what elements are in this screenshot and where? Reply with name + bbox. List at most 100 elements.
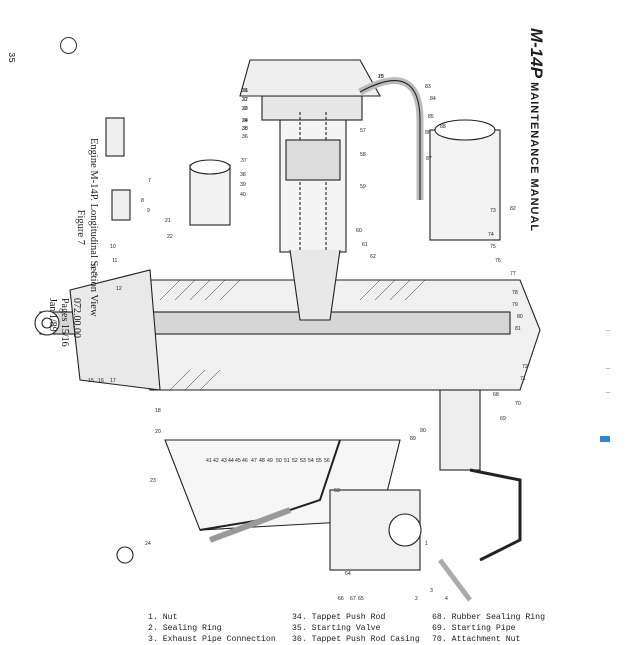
callout-number: 40 <box>240 192 246 198</box>
caption-title: Engine M-14P. Longitudinal Section View <box>88 138 99 317</box>
callout-number: 12 <box>116 286 122 292</box>
callout-number: 17 <box>110 378 116 384</box>
callout-number: 7 <box>148 178 151 184</box>
page-number: 35 <box>6 52 16 63</box>
callout-number: 90 <box>420 428 426 434</box>
parts-legend: 1. Nut 2. Sealing Ring 3. Exhaust Pipe C… <box>0 612 640 644</box>
callout-number: 23 <box>150 478 156 484</box>
scroll-tick <box>606 392 610 393</box>
callout-number: 77 <box>510 271 516 277</box>
callout-number: 15 <box>88 378 94 384</box>
scroll-tick <box>606 368 610 369</box>
callout-number: 75 <box>490 244 496 250</box>
callout-number: 58 <box>360 152 366 158</box>
callout-number: 35 <box>242 126 248 132</box>
callout-number: 43 <box>221 458 227 464</box>
callout-number: 76 <box>495 258 501 264</box>
callout-number: 1 <box>425 541 428 547</box>
callout-number: 45 <box>235 458 241 464</box>
callout-number: 80 <box>517 314 523 320</box>
caption-figure: Figure 7 <box>75 209 86 245</box>
callout-number: 74 <box>488 232 494 238</box>
callout-number: 37 <box>241 158 247 164</box>
callout-number: 18 <box>155 408 161 414</box>
callout-number: 64 <box>345 571 351 577</box>
legend-item: 68. Rubber Sealing Ring <box>432 613 546 622</box>
callout-number: 70 <box>515 401 521 407</box>
callout-number: 14 <box>92 272 98 278</box>
callout-number: 56 <box>324 458 330 464</box>
callout-number: 10 <box>110 244 116 250</box>
callout-number: 13 <box>90 264 96 270</box>
binder-hole <box>60 37 77 54</box>
callout-number: 83 <box>425 84 431 90</box>
callout-number: 11 <box>112 258 117 264</box>
callout-number: 51 <box>284 458 290 464</box>
legend-column-1: 1. Nut 2. Sealing Ring 3. Exhaust Pipe C… <box>148 612 276 645</box>
callout-number: 81 <box>515 326 521 332</box>
doc-date: Jan 1/89 <box>47 298 58 332</box>
manual-title-model: M-14P <box>527 28 546 79</box>
callout-number: 71 <box>520 376 526 382</box>
callout-number: 53 <box>300 458 306 464</box>
callout-number: 31 <box>242 88 248 94</box>
callout-number: 21 <box>165 218 171 224</box>
callout-number: 34 <box>242 118 248 124</box>
legend-column-2: 34. Tappet Push Rod 35. Starting Valve 3… <box>292 612 420 645</box>
callout-number: 86 <box>425 130 431 136</box>
callout-number: 82 <box>510 206 516 212</box>
callout-number: 25 <box>378 74 384 80</box>
callout-number: 57 <box>360 128 366 134</box>
legend-item: 69. Starting Pipe <box>432 624 516 633</box>
callout-number: 78 <box>512 290 518 296</box>
callout-number: 85 <box>428 114 434 120</box>
callout-number: 48 <box>259 458 265 464</box>
callout-number: 27 <box>242 97 248 103</box>
callout-number: 44 <box>228 458 234 464</box>
callout-number: 8 <box>141 198 144 204</box>
callout-number: 16 <box>98 378 104 384</box>
callout-number: 28 <box>242 106 248 112</box>
callout-number: 59 <box>360 184 366 190</box>
callout-number: 52 <box>292 458 298 464</box>
callout-number: 61 <box>362 242 368 248</box>
callout-number: 68 <box>493 392 499 398</box>
callout-number: 84 <box>430 96 436 102</box>
callout-number: 26 <box>242 88 248 94</box>
scroll-tick <box>606 330 610 331</box>
callout-number: 3 <box>430 588 433 594</box>
callout-number: 65 <box>358 596 364 602</box>
callout-number: 67 <box>350 596 356 602</box>
callout-number: 2 <box>415 596 418 602</box>
callout-number: 33 <box>242 106 248 112</box>
callout-number: 41 <box>206 458 212 464</box>
figure-caption: Engine M-14P. Longitudinal Section View … <box>74 138 100 317</box>
callout-number: 72 <box>522 364 528 370</box>
callout-number: 39 <box>240 182 246 188</box>
callout-number: 63 <box>334 488 340 494</box>
callout-number: 38 <box>240 172 246 178</box>
callout-number: 73 <box>490 208 496 214</box>
callout-number: 42 <box>213 458 219 464</box>
manual-title: M-14P MAINTENANCE MANUAL <box>526 28 546 232</box>
callout-number: 66 <box>338 596 344 602</box>
scroll-position-marker[interactable] <box>600 436 610 442</box>
callout-number: 20 <box>155 429 161 435</box>
callout-number: 32 <box>242 97 248 103</box>
callout-number: 36 <box>242 134 248 140</box>
callout-number: 87 <box>426 156 432 162</box>
legend-item: 2. Sealing Ring <box>148 624 222 633</box>
callout-number: 9 <box>147 208 150 214</box>
callout-number: 47 <box>251 458 257 464</box>
callout-number: 55 <box>316 458 322 464</box>
legend-column-3: 68. Rubber Sealing Ring 69. Starting Pip… <box>432 612 545 645</box>
manual-title-text: MAINTENANCE MANUAL <box>528 82 540 233</box>
callout-number: 24 <box>145 541 151 547</box>
callout-number: 54 <box>308 458 314 464</box>
callout-number: 19 <box>378 74 384 80</box>
callout-number: 89 <box>410 436 416 442</box>
callout-number: 88 <box>440 124 446 130</box>
